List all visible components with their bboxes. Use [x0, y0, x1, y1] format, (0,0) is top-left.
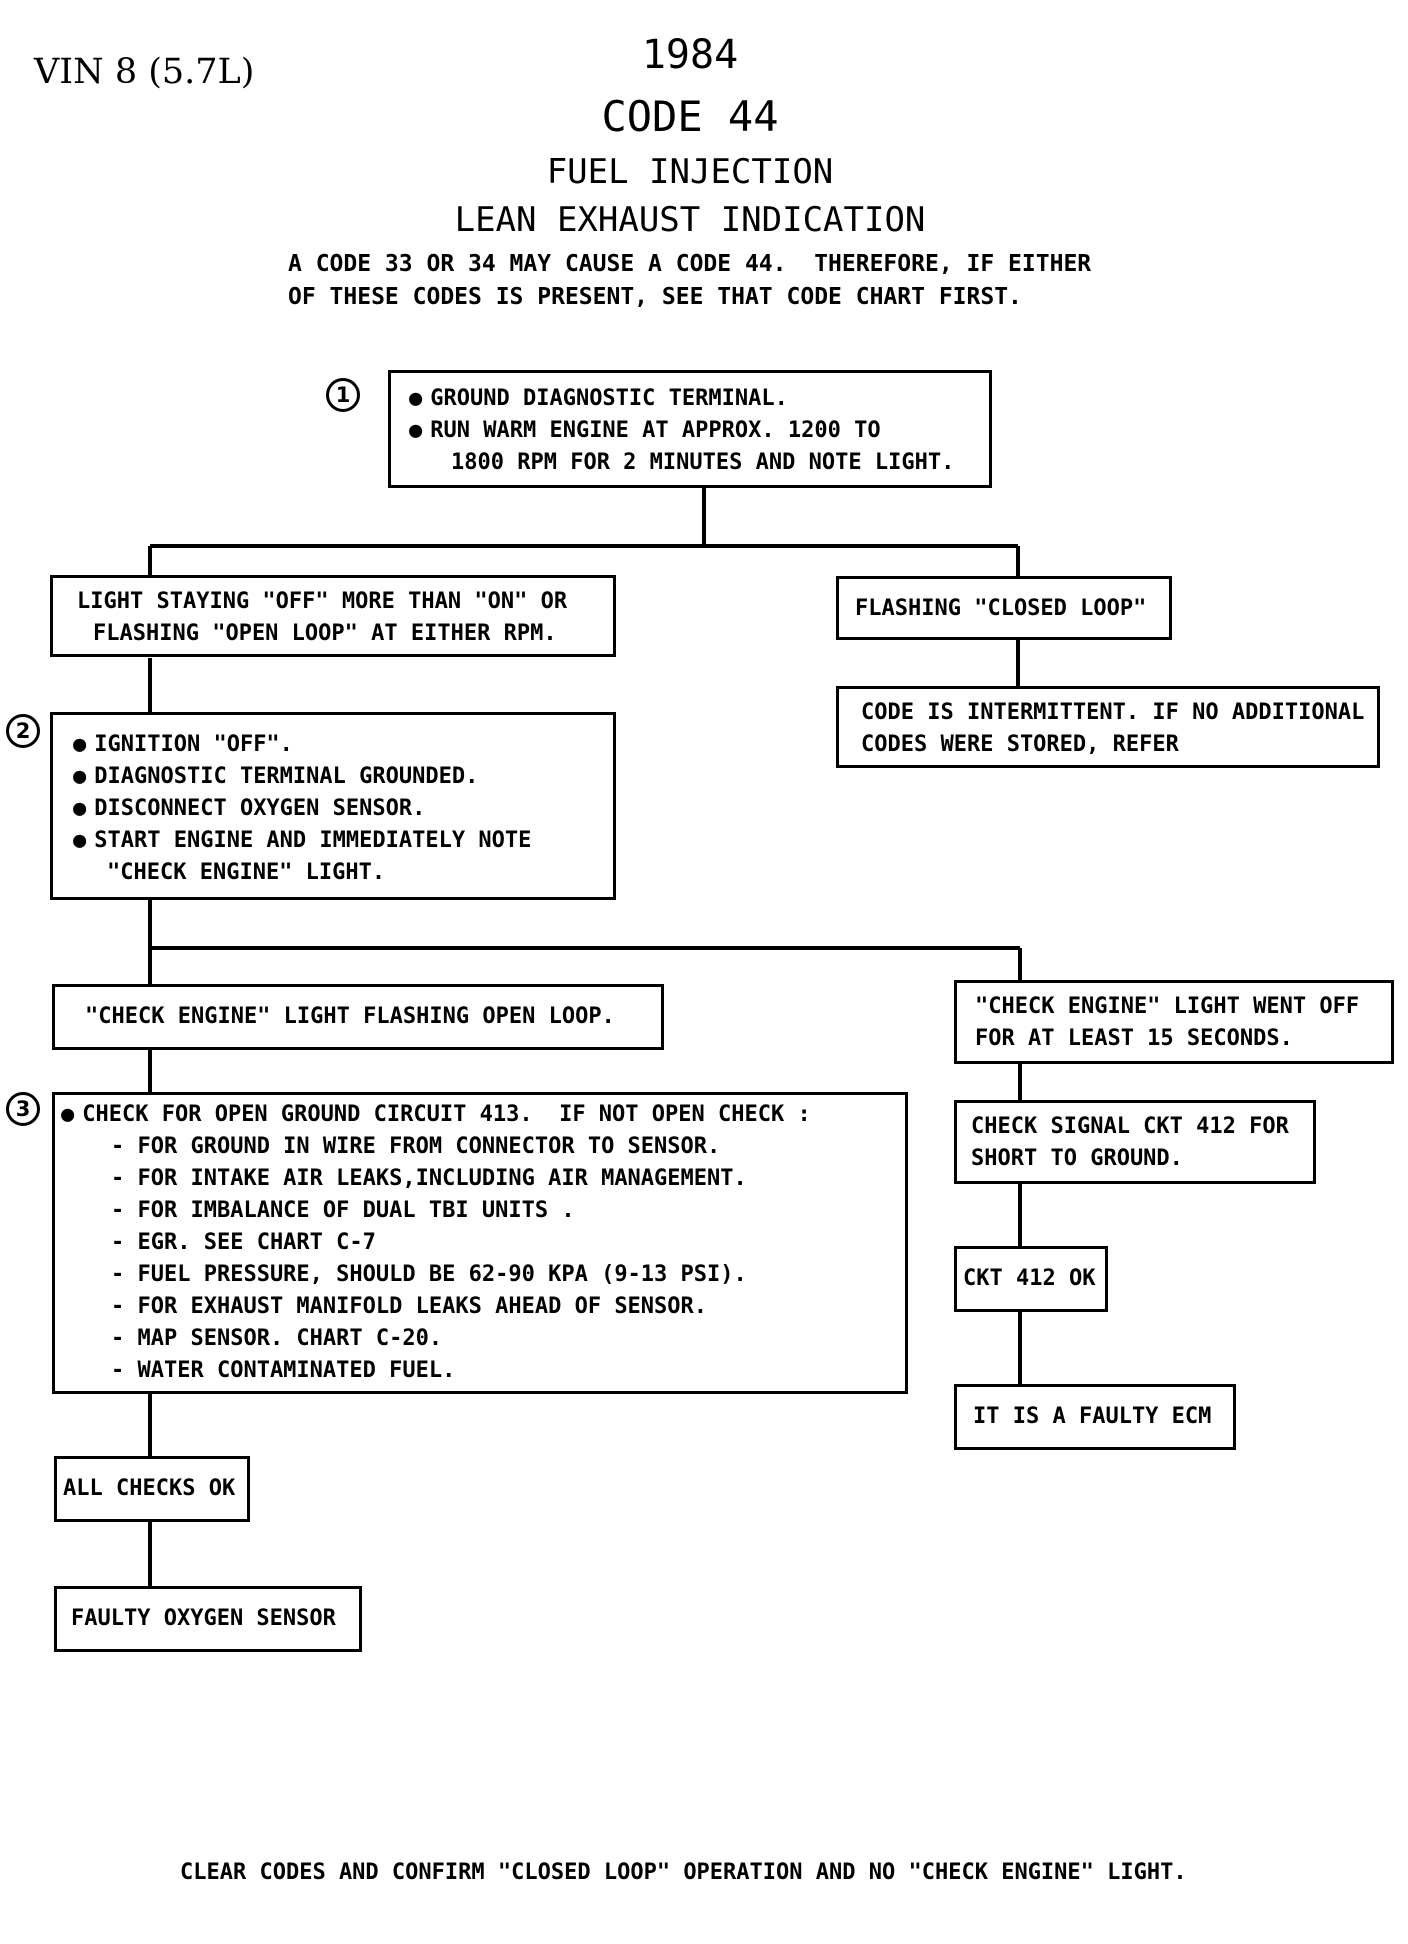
intro-note-line: OF THESE CODES IS PRESENT, SEE THAT CODE…	[288, 284, 1022, 310]
faulty-o2-box: FAULTY OXYGEN SENSOR	[54, 1586, 362, 1652]
step2-line: IGNITION "OFF".	[73, 729, 613, 761]
step3-box: CHECK FOR OPEN GROUND CIRCUIT 413. IF NO…	[52, 1092, 908, 1394]
step2-line: START ENGINE AND IMMEDIATELY NOTE	[73, 825, 613, 857]
ckt-ok-box: CKT 412 OK	[954, 1246, 1108, 1312]
step3-line: - MAP SENSOR. CHART C-20.	[111, 1326, 443, 1351]
faulty-ecm-box: IT IS A FAULTY ECM	[954, 1384, 1236, 1450]
step3-line: - FOR IMBALANCE OF DUAL TBI UNITS .	[111, 1198, 575, 1223]
result-line: "CHECK ENGINE" LIGHT WENT OFF	[975, 994, 1360, 1019]
step-number-2: 2	[6, 714, 40, 748]
result-line: FAULTY OXYGEN SENSOR	[71, 1606, 336, 1631]
step3-line: - FOR GROUND IN WIRE FROM CONNECTOR TO S…	[111, 1134, 721, 1159]
step3-line: - FUEL PRESSURE, SHOULD BE 62-90 KPA (9-…	[111, 1262, 747, 1287]
step-number-3: 3	[6, 1092, 40, 1126]
result-line: FOR AT LEAST 15 SECONDS.	[975, 1026, 1293, 1051]
year-title: 1984	[641, 32, 739, 78]
step2-box: IGNITION "OFF". DIAGNOSTIC TERMINAL GROU…	[50, 712, 616, 900]
step-number-1: 1	[326, 378, 360, 412]
intermittent-box: CODE IS INTERMITTENT. IF NO ADDITIONAL C…	[836, 686, 1380, 768]
intro-note-line: A CODE 33 OR 34 MAY CAUSE A CODE 44. THE…	[288, 251, 1092, 277]
result-line: FLASHING "CLOSED LOOP"	[855, 596, 1147, 621]
result-line: CHECK SIGNAL CKT 412 FOR	[971, 1114, 1289, 1139]
step3-line: CHECK FOR OPEN GROUND CIRCUIT 413. IF NO…	[61, 1099, 905, 1131]
system-title: FUEL INJECTION	[546, 152, 834, 192]
step3-line: - FOR EXHAUST MANIFOLD LEAKS AHEAD OF SE…	[111, 1294, 708, 1319]
vin-label: VIN 8 (5.7L)	[34, 52, 255, 92]
step3-line: - WATER CONTAMINATED FUEL.	[111, 1358, 456, 1383]
all-checks-ok-box: ALL CHECKS OK	[54, 1456, 250, 1522]
check-signal-box: CHECK SIGNAL CKT 412 FOR SHORT TO GROUND…	[954, 1100, 1316, 1184]
closed-loop-box: FLASHING "CLOSED LOOP"	[836, 576, 1172, 640]
result-line: CKT 412 OK	[963, 1266, 1096, 1291]
result-line: CODES WERE STORED, REFER	[861, 732, 1179, 757]
code-title: CODE 44	[601, 92, 779, 141]
result-line: ALL CHECKS OK	[63, 1476, 236, 1501]
result-line: LIGHT STAYING "OFF" MORE THAN "ON" OR	[77, 589, 568, 614]
step2-line: "CHECK ENGINE" LIGHT.	[107, 860, 386, 885]
intro-note: A CODE 33 OR 34 MAY CAUSE A CODE 44. THE…	[288, 248, 1091, 314]
step1-line: 1800 RPM FOR 2 MINUTES AND NOTE LIGHT.	[451, 450, 955, 475]
open-loop-flash-box: "CHECK ENGINE" LIGHT FLASHING OPEN LOOP.	[52, 984, 664, 1050]
condition-title: LEAN EXHAUST INDICATION	[454, 200, 926, 240]
light-off-result-box: LIGHT STAYING "OFF" MORE THAN "ON" OR FL…	[50, 575, 616, 657]
step1-line: GROUND DIAGNOSTIC TERMINAL.	[409, 383, 989, 415]
step1-box: GROUND DIAGNOSTIC TERMINAL. RUN WARM ENG…	[388, 370, 992, 488]
step1-line: RUN WARM ENGINE AT APPROX. 1200 TO	[409, 415, 989, 447]
step2-line: DIAGNOSTIC TERMINAL GROUNDED.	[73, 761, 613, 793]
step3-line: - FOR INTAKE AIR LEAKS,INCLUDING AIR MAN…	[111, 1166, 747, 1191]
light-went-off-box: "CHECK ENGINE" LIGHT WENT OFF FOR AT LEA…	[954, 980, 1394, 1064]
result-line: IT IS A FAULTY ECM	[973, 1404, 1212, 1429]
result-line: SHORT TO GROUND.	[971, 1146, 1183, 1171]
step2-line: DISCONNECT OXYGEN SENSOR.	[73, 793, 613, 825]
result-line: FLASHING "OPEN LOOP" AT EITHER RPM.	[93, 621, 557, 646]
step3-line: - EGR. SEE CHART C-7	[111, 1230, 376, 1255]
result-line: "CHECK ENGINE" LIGHT FLASHING OPEN LOOP.	[85, 1004, 615, 1029]
result-line: CODE IS INTERMITTENT. IF NO ADDITIONAL	[861, 700, 1365, 725]
footer-instruction: CLEAR CODES AND CONFIRM "CLOSED LOOP" OP…	[180, 1860, 1187, 1885]
